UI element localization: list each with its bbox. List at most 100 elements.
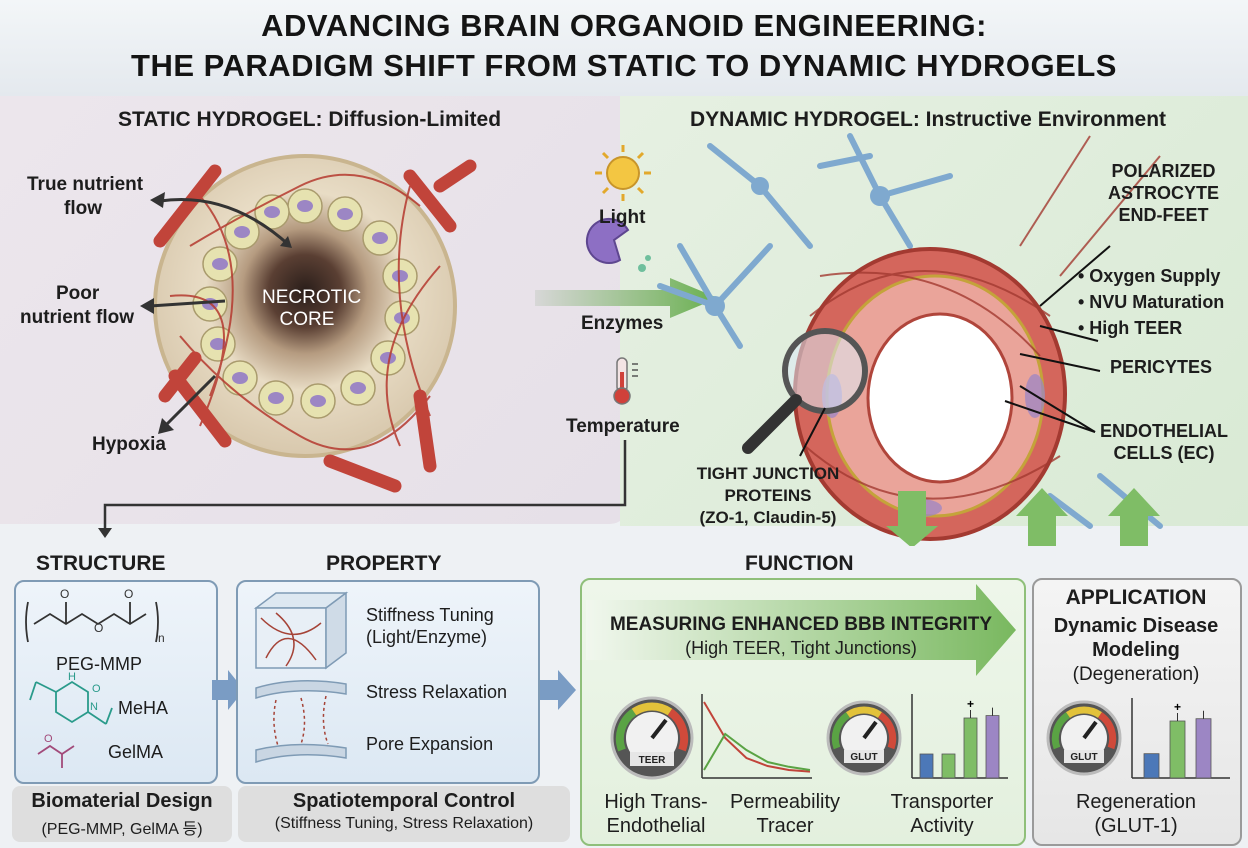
- subscript-n: n: [158, 631, 165, 645]
- svg-text:O: O: [124, 587, 133, 601]
- app-glut-gauge: GLUT: [1046, 700, 1122, 776]
- application-degeneration: (Degeneration): [1072, 664, 1200, 685]
- sun-icon: [595, 145, 651, 201]
- vessel-illustration: [657, 133, 1163, 546]
- magnifier-icon: [742, 328, 868, 454]
- svg-text:O: O: [60, 587, 69, 601]
- permeability-chart: [701, 694, 812, 779]
- glut-gauge: GLUT: [826, 700, 902, 776]
- bar-4: [985, 715, 1000, 779]
- metric-teer-label: High Trans-Endothelial: [604, 791, 708, 837]
- poor-flow-label-2: nutrient flow: [20, 307, 134, 328]
- vessel-lumen: [866, 312, 1014, 484]
- pore-expansion-icon: [255, 695, 347, 764]
- svg-text:O: O: [44, 733, 53, 745]
- bar-2: [941, 753, 956, 779]
- teer-gauge: TEER: [610, 696, 694, 780]
- function-banner-arrow: [586, 584, 1016, 676]
- callout-lines: [799, 245, 1111, 457]
- pore-label: Pore Expansion: [366, 734, 494, 754]
- svg-text:GLUT: GLUT: [1070, 752, 1097, 763]
- stimulus-enzymes: Enzymes: [581, 313, 664, 334]
- bar-1: [1143, 753, 1160, 779]
- poor-flow-arrow: [149, 299, 226, 308]
- arrow-property-function: [540, 670, 576, 710]
- hydrogel-cube-icon: [253, 591, 349, 670]
- significance-marker: +: [1174, 700, 1181, 714]
- true-flow-label-2: flow: [64, 198, 102, 219]
- peg-mmp-structure: [25, 601, 159, 643]
- stimulus-temperature: Temperature: [566, 416, 680, 437]
- static-organoid-illustration: [140, 154, 477, 493]
- bar-3: [1195, 718, 1212, 779]
- function-heading: FUNCTION: [745, 552, 854, 575]
- bar-2: [1169, 720, 1186, 779]
- stiffness-label: Stiffness Tuning(Light/Enzyme): [366, 605, 494, 647]
- enzyme-icon: [585, 217, 651, 272]
- structure-box: [14, 580, 218, 784]
- stimulus-light: Light: [599, 207, 646, 228]
- static-heading: STATIC HYDROGEL: Diffusion-Limited: [118, 108, 502, 131]
- true-flow-label-1: True nutrient: [27, 174, 144, 195]
- thermometer-icon: [613, 357, 638, 405]
- flow-arrows: [149, 197, 292, 428]
- function-metrics: TEER GLUT +: [610, 694, 1008, 780]
- link-arrows: [886, 488, 1160, 546]
- permeability-series-1: [703, 701, 811, 773]
- benefit-nvu: • NVU Maturation: [1078, 292, 1225, 312]
- poor-flow-label-1: Poor: [56, 283, 100, 304]
- structure-heading: STRUCTURE: [36, 552, 166, 575]
- chemical-structures: O O O H O N O n: [25, 587, 165, 768]
- function-banner-sub: (High TEER, Tight Junctions): [685, 638, 917, 658]
- svg-text:N: N: [90, 701, 98, 713]
- hypoxia-label: Hypoxia: [92, 434, 166, 455]
- permeability-series-2: [703, 732, 811, 771]
- gelma-label: GelMA: [108, 742, 164, 762]
- significance-marker: +: [967, 697, 974, 711]
- structure-caption: Biomaterial Design (PEG-MMP, GelMA 등): [12, 786, 232, 842]
- thick-vessels: [153, 159, 477, 493]
- benefit-teer: • High TEER: [1078, 318, 1183, 338]
- stress-relaxation-sheet-icon: [255, 680, 347, 700]
- stimuli-icons: [535, 145, 718, 405]
- true-flow-arrow: [159, 197, 292, 248]
- property-caption: Spatiotemporal Control (Stiffness Tuning…: [238, 786, 570, 842]
- hypoxia-arrow: [163, 374, 217, 428]
- regeneration-bar-chart: +: [1131, 698, 1230, 779]
- meha-structure: [29, 680, 113, 725]
- title-band: ADVANCING BRAIN ORGANOID ENGINEERING: TH…: [0, 0, 1248, 96]
- svg-text:TEER: TEER: [639, 755, 666, 766]
- connector-arrow: [98, 440, 627, 538]
- property-illustrations: [253, 591, 349, 764]
- svg-text:H: H: [68, 671, 76, 683]
- dynamic-heading: DYNAMIC HYDROGEL: Instructive Environmen…: [690, 108, 1167, 131]
- meha-label: MeHA: [118, 698, 169, 718]
- application-caption: Regeneration(GLUT-1): [1075, 791, 1197, 837]
- svg-text:O: O: [94, 621, 103, 635]
- title-line-2: THE PARADIGM SHIFT FROM STATIC TO DYNAMI…: [131, 48, 1117, 83]
- stress-label: Stress Relaxation: [366, 682, 508, 702]
- bar-3: [963, 717, 978, 779]
- vessel-network: [804, 135, 1161, 500]
- svg-text:O: O: [92, 683, 101, 695]
- function-banner-title: MEASURING ENHANCED BBB INTEGRITY: [609, 614, 993, 635]
- benefit-oxygen: • Oxygen Supply: [1078, 266, 1221, 286]
- benefit-list: • Oxygen Supply • NVU Maturation • High …: [1078, 263, 1224, 341]
- gelma-structure: [37, 744, 75, 768]
- bar-1: [919, 753, 934, 779]
- peg-label: PEG-MMP: [56, 654, 143, 674]
- pericytes-label: PERICYTES: [1110, 357, 1213, 377]
- property-heading: PROPERTY: [326, 552, 442, 575]
- vessel-fibers: [169, 173, 441, 451]
- application-heading: APPLICATION: [1065, 586, 1207, 609]
- transporter-bar-chart: +: [911, 694, 1008, 779]
- svg-text:GLUT: GLUT: [850, 752, 877, 763]
- application-metrics: GLUT +: [1046, 698, 1230, 779]
